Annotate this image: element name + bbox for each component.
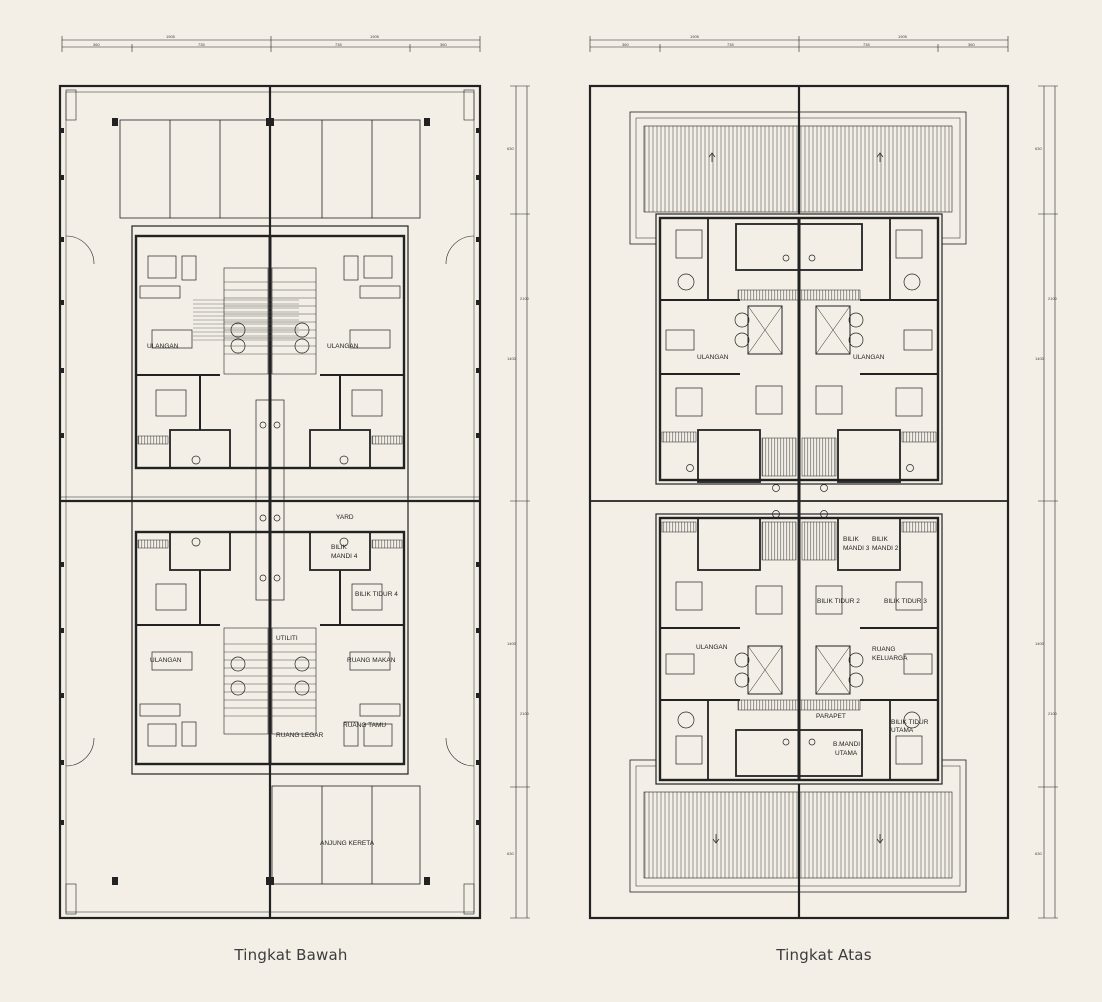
ground-stair-treads (224, 281, 316, 717)
ground-label-bilik-mandi-4b: MANDI 4 (331, 553, 358, 560)
ground-label-utiliti: UTILITI (276, 635, 298, 642)
ground-side-dim-3: 1400 (507, 356, 517, 361)
first-label-bilik-mandi-b: MANDI 3 (843, 545, 870, 552)
ground-unit-walls (131, 225, 409, 775)
first-wardrobes (661, 289, 937, 711)
ground-label-ulangan-c: ULANGAN (150, 657, 182, 664)
ground-floor-caption: Tingkat Bawah (234, 946, 348, 964)
first-label-ruang-keluarga-a: RUANG (872, 646, 895, 653)
first-label-ulangan-c: ULANGAN (696, 644, 728, 651)
first-dim-seg-1: 360 (622, 42, 629, 47)
first-label-bilik-mandi-d: MANDI 2 (872, 545, 899, 552)
first-label-bilik-tidur-2: BILIK TIDUR 2 (817, 598, 860, 605)
first-label-bilik-tidur-utama-a: BILIK TIDUR (891, 719, 929, 726)
first-roof-bottom (629, 759, 967, 893)
ground-label-ruang-tamu: RUANG TAMU (343, 722, 386, 729)
ground-dim-seg-3: 735 (335, 42, 342, 47)
first-label-bilik-mandi-a: BILIK (843, 536, 860, 543)
first-side-dim-4: 1400 (1035, 641, 1045, 646)
first-label-bilik-mandi-c: BILIK (872, 536, 889, 543)
ground-label-ulangan-a: ULANGAN (147, 343, 179, 350)
ground-car-porch-top (119, 119, 421, 219)
first-dim-seg-4: 360 (968, 42, 975, 47)
first-side-dim-2: 2100 (1048, 296, 1058, 301)
first-roof-top (629, 111, 967, 245)
first-top-dimensions (589, 36, 1009, 52)
ground-side-dim-4: 1400 (507, 641, 517, 646)
ground-side-dim-5: 2100 (520, 711, 530, 716)
ground-label-bilik-mandi-4a: BILIK (331, 544, 348, 551)
first-label-b-mandi-utama-a: B.MANDI (833, 741, 860, 748)
ground-label-ruang-legar: RUANG LEGAR (276, 732, 324, 739)
first-dim-seg-2: 735 (727, 42, 734, 47)
first-side-dim-1: 630 (1035, 146, 1042, 151)
ground-car-porch-bottom (271, 785, 421, 885)
first-side-dim-3: 1400 (1035, 356, 1045, 361)
ground-label-bilik-tidur-4: BILIK TIDUR 4 (355, 591, 398, 598)
ground-dim-total-a: 1905 (166, 34, 176, 39)
first-label-bilik-tidur-utama-b: UTAMA (891, 727, 914, 734)
first-label-ulangan-a: ULANGAN (697, 354, 729, 361)
first-side-dim-6: 630 (1035, 851, 1042, 856)
first-label-ruang-keluarga-b: KELUARGA (872, 655, 908, 662)
first-side-dim-5: 2100 (1048, 711, 1058, 716)
ground-dim-seg-4: 360 (440, 42, 447, 47)
first-label-ulangan-b: ULANGAN (853, 354, 885, 361)
ground-label-ruang-makan: RUANG MAKAN (347, 657, 396, 664)
first-label-parapet: PARAPET (816, 713, 846, 720)
first-dim-total-b: 1905 (898, 34, 908, 39)
ground-furniture (139, 255, 401, 747)
first-furniture (665, 229, 933, 765)
ground-stairs (193, 267, 317, 735)
ground-label-yard: YARD (336, 514, 354, 521)
ground-label-anjung-kereta: ANJUNG KERETA (320, 840, 375, 847)
ground-dim-seg-1: 360 (93, 42, 100, 47)
ground-kitchen-counters (255, 399, 285, 601)
ground-top-dimensions (61, 36, 481, 52)
ground-fence-posts (59, 118, 481, 885)
first-side-dimensions (1038, 85, 1058, 919)
first-unit-walls (655, 213, 943, 785)
first-dim-total-a: 1905 (690, 34, 700, 39)
ground-side-dimensions (510, 85, 530, 919)
first-label-b-mandi-utama-b: UTAMA (835, 750, 858, 757)
ground-side-dim-2: 2100 (520, 296, 530, 301)
ground-dim-total-b: 1905 (370, 34, 380, 39)
ground-side-dim-1: 630 (507, 146, 514, 151)
ground-side-dim-6: 630 (507, 851, 514, 856)
first-floor-caption: Tingkat Atas (776, 946, 872, 964)
ground-dim-seg-2: 735 (198, 42, 205, 47)
ground-label-ulangan-b: ULANGAN (327, 343, 359, 350)
first-dim-seg-3: 735 (863, 42, 870, 47)
ground-floor-plan: 1905 1905 360 735 735 360 630 2100 1400 … (58, 34, 530, 920)
ground-wardrobes (137, 435, 403, 549)
first-label-bilik-tidur-3: BILIK TIDUR 3 (884, 598, 927, 605)
first-floor-plan: 1905 1905 360 735 735 360 630 2100 1400 … (588, 34, 1058, 920)
ground-gates (65, 235, 475, 767)
